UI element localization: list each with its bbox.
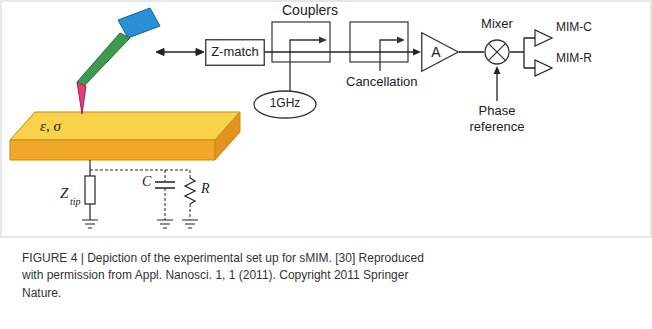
mixer-cross (489, 44, 506, 61)
probe-chip (118, 8, 160, 38)
probe-tip (77, 82, 86, 114)
node-label: A (431, 44, 440, 60)
amplifier-symbol (535, 30, 552, 46)
arrow-head (413, 49, 421, 56)
shape-outline (484, 39, 510, 65)
mixer-label: Mixer (481, 17, 513, 32)
arrow-head (319, 37, 327, 44)
resistor-symbol (185, 178, 195, 204)
dashed-wire (165, 188, 166, 220)
amplifier-symbol (535, 60, 552, 76)
node-label: 1GHz (270, 97, 301, 111)
arrow-head (156, 49, 164, 56)
tip-double-arrow (156, 49, 204, 56)
box-border (206, 39, 265, 65)
cancellation-line (380, 40, 400, 71)
cantilever (77, 33, 130, 86)
oval-border (254, 91, 316, 118)
coupler-box (350, 22, 408, 62)
output-amplifiers (510, 30, 552, 76)
resistor-symbol (85, 176, 95, 204)
triangle-border (422, 33, 459, 72)
circle-border (485, 40, 509, 64)
arrow-head (494, 66, 501, 74)
material-label: ε, σ (40, 117, 61, 135)
ground-symbol (157, 220, 173, 228)
component-name: R (201, 181, 210, 198)
coupler-box (272, 22, 330, 62)
signal-line (496, 72, 497, 101)
figure-frame (1, 1, 651, 237)
node-label: Z-match (211, 45, 259, 60)
mixer-circle: Mixer (484, 39, 510, 65)
probe (77, 8, 160, 114)
wire (89, 204, 90, 220)
output-wire (510, 38, 535, 68)
slab-front (10, 140, 215, 160)
part-name: Cancellation (346, 74, 418, 90)
signal-name: MIM-R (556, 51, 592, 65)
phase-reference-arrow (494, 66, 501, 101)
matching-box: Z-match (205, 39, 265, 66)
signal-connector (265, 49, 421, 56)
signal-name: MIM-C (556, 20, 592, 34)
capacitor-symbol (155, 182, 175, 188)
signal-line (160, 51, 201, 53)
component-name: C (142, 174, 151, 191)
ground-symbol (82, 220, 98, 228)
arrow-head (196, 49, 204, 56)
signal-name: Phase reference (457, 103, 537, 134)
equivalent-circuit (82, 160, 198, 228)
sample-slab (10, 112, 240, 160)
subscript: tip (70, 196, 81, 208)
impedance-symbol: Z (60, 184, 68, 202)
connector-line (265, 51, 415, 53)
connector-line (459, 51, 484, 53)
wire (89, 160, 90, 176)
amplifier-triangle: A (421, 32, 459, 72)
figure-caption: FIGURE 4 | Depiction of the experimental… (22, 250, 442, 302)
arrow-head (397, 37, 405, 44)
dashed-wire (90, 170, 190, 182)
source-oval: 1GHz (253, 90, 317, 119)
dashed-wire (190, 204, 191, 220)
coupled-line (290, 40, 322, 91)
signal-connector (459, 52, 484, 53)
slab-top (10, 112, 240, 140)
slab-side (215, 112, 240, 160)
part-name: Couplers (282, 2, 338, 19)
ground-symbol (182, 220, 198, 228)
